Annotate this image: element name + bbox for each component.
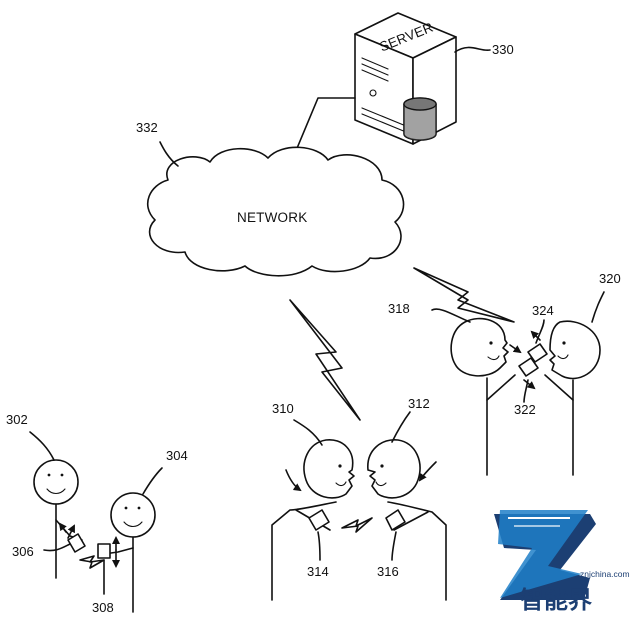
ref-314: 314 [307, 564, 329, 579]
server-ref: 330 [492, 42, 514, 57]
network-label: NETWORK [237, 210, 307, 225]
network-ref-leader [159, 141, 179, 167]
ref-316: 316 [377, 564, 399, 579]
ref-324-leader [535, 319, 545, 344]
ref-312: 312 [408, 396, 430, 411]
ref-304-leader [142, 467, 163, 495]
wireless-bolt-right [413, 267, 515, 323]
person-302 [33, 459, 83, 579]
server-ref-leader [454, 46, 491, 53]
ref-304: 304 [166, 448, 188, 463]
device-314 [308, 509, 330, 531]
person-310 [271, 439, 355, 601]
person-320 [544, 320, 601, 476]
network-cloud [146, 146, 405, 277]
wireless-bolt-center [289, 299, 361, 421]
wireless-bolt-small-center [341, 517, 373, 533]
device-324 [509, 330, 548, 363]
person-304 [103, 492, 156, 613]
ref-320-leader [591, 291, 605, 323]
device-322 [518, 357, 539, 390]
watermark-url: znjchina.com [580, 569, 630, 579]
motion-arrow-312 [418, 461, 437, 482]
ref-310-leader [293, 419, 323, 446]
person-312 [367, 439, 447, 601]
ref-316-leader [391, 531, 397, 561]
ref-318: 318 [388, 301, 410, 316]
ref-318-leader [431, 308, 471, 323]
server-network-link [289, 97, 356, 166]
device-308 [97, 536, 120, 568]
ref-312-leader [391, 411, 411, 443]
ref-302: 302 [6, 412, 28, 427]
ref-306-leader [43, 543, 71, 552]
server-icon [354, 12, 457, 145]
device-316 [385, 509, 406, 531]
ref-314-leader [317, 531, 321, 561]
ref-324: 324 [532, 303, 554, 318]
ref-308: 308 [92, 600, 114, 615]
motion-arrow-310 [285, 469, 302, 492]
ref-302-leader [29, 431, 55, 461]
watermark-brand: 智能界 [520, 586, 592, 614]
ref-322: 322 [514, 402, 536, 417]
watermark-logo [494, 510, 596, 600]
ref-322-leader [523, 379, 529, 403]
ref-310: 310 [272, 401, 294, 416]
device-306 [58, 522, 86, 553]
ref-320: 320 [599, 271, 621, 286]
network-ref-number: 332 [136, 120, 158, 135]
person-318 [450, 317, 516, 476]
ref-306: 306 [12, 544, 34, 559]
